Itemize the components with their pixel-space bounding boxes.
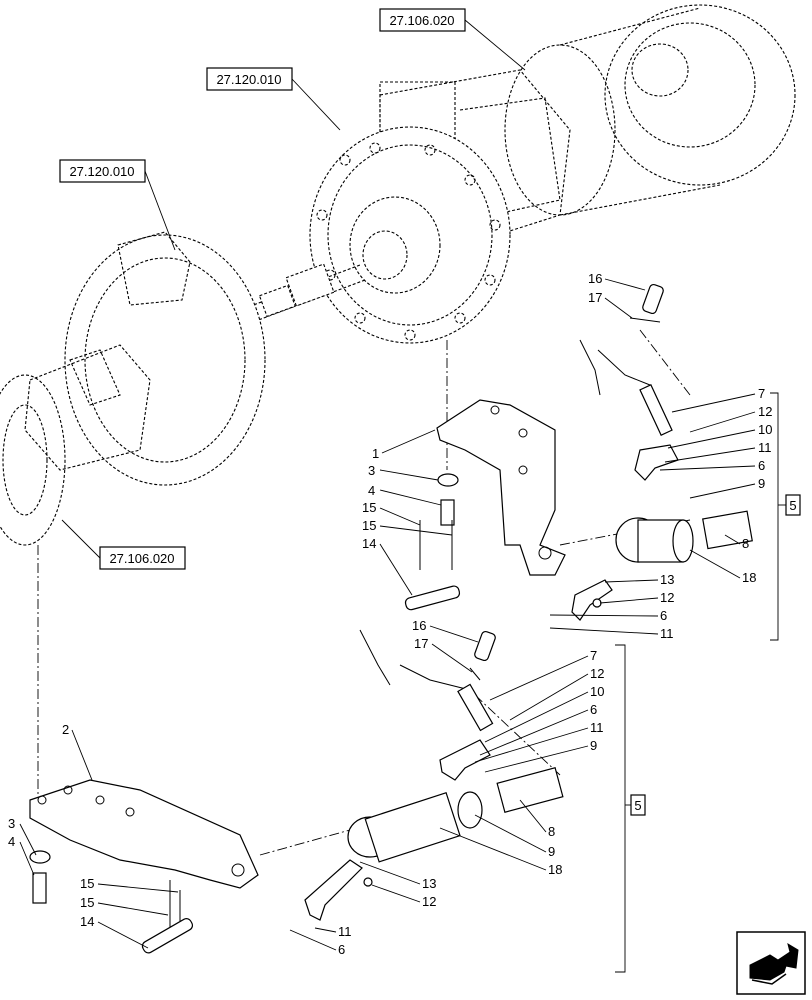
callout-1: 1 (372, 446, 379, 461)
return-arrow-icon[interactable] (736, 931, 806, 995)
callout-2: 2 (62, 722, 69, 737)
callout-12b: 12 (660, 590, 674, 605)
callout-12a: 12 (758, 404, 772, 419)
callouts-lower: 2 3 4 15 15 14 16 17 7 12 10 6 11 9 8 9 … (8, 618, 604, 957)
callout-11b: 11 (660, 626, 674, 641)
reference-box-center[interactable]: 27.120.010 (206, 67, 341, 131)
callout-11a: 11 (590, 720, 604, 735)
callout-14: 14 (80, 914, 94, 929)
callout-13: 13 (422, 876, 436, 891)
group-label: 5 (789, 498, 796, 513)
callout-12a: 12 (590, 666, 604, 681)
callout-18: 18 (548, 862, 562, 877)
reference-label: 27.120.010 (216, 72, 281, 87)
callout-9: 9 (758, 476, 765, 491)
callout-3: 3 (8, 816, 15, 831)
callout-17: 17 (588, 290, 602, 305)
callout-7: 7 (758, 386, 765, 401)
callout-9b: 9 (548, 844, 555, 859)
callout-11a: 11 (758, 440, 772, 455)
group-bracket-lower: 5 (615, 644, 646, 973)
callout-6b: 6 (660, 608, 667, 623)
axle-assembly-ghost (0, 4, 796, 546)
callout-18: 18 (742, 570, 756, 585)
callout-6a: 6 (590, 702, 597, 717)
callout-6a: 6 (758, 458, 765, 473)
callout-13: 13 (660, 572, 674, 587)
callout-16: 16 (412, 618, 426, 633)
callout-10: 10 (590, 684, 604, 699)
callout-7: 7 (590, 648, 597, 663)
callout-16: 16 (588, 271, 602, 286)
reference-label: 27.120.010 (69, 164, 134, 179)
callout-8: 8 (742, 536, 749, 551)
upper-link-assembly (404, 283, 753, 621)
reference-box-top-right[interactable]: 27.106.020 (379, 8, 526, 71)
callouts-upper: 1 3 4 15 15 14 16 17 7 12 10 11 6 9 8 18… (362, 271, 772, 641)
callout-14: 14 (362, 536, 376, 551)
flange-bolts (316, 142, 501, 341)
lower-link-assembly (29, 629, 564, 954)
callout-4: 4 (8, 834, 15, 849)
reference-label: 27.106.020 (389, 13, 454, 28)
callout-6b: 6 (338, 942, 345, 957)
callout-8: 8 (548, 824, 555, 839)
callout-12b: 12 (422, 894, 436, 909)
alignment-lines (37, 329, 691, 856)
callout-15b: 15 (362, 518, 376, 533)
callout-4: 4 (368, 483, 375, 498)
callout-15b: 15 (80, 895, 94, 910)
reference-box-lower-left[interactable]: 27.106.020 (61, 519, 186, 570)
callout-17: 17 (414, 636, 428, 651)
reference-label: 27.106.020 (109, 551, 174, 566)
callout-9a: 9 (590, 738, 597, 753)
callout-15a: 15 (80, 876, 94, 891)
callout-15a: 15 (362, 500, 376, 515)
callout-11b: 11 (338, 924, 352, 939)
reference-box-left[interactable]: 27.120.010 (59, 159, 176, 251)
callout-10: 10 (758, 422, 772, 437)
group-bracket-upper: 5 (770, 392, 801, 641)
callout-3: 3 (368, 463, 375, 478)
group-label: 5 (634, 798, 641, 813)
